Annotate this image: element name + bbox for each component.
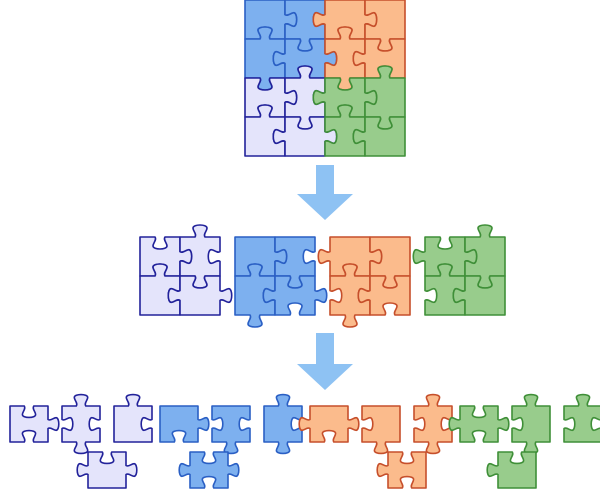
- group-piece-lavender: [167, 275, 233, 316]
- loose-piece-blue: [211, 405, 251, 455]
- group-piece-orange: [357, 275, 411, 316]
- loose-piece-green: [511, 393, 551, 455]
- group-piece-blue: [262, 275, 328, 316]
- loose-piece-green: [486, 451, 537, 489]
- down-arrow-1: [297, 165, 353, 220]
- group-piece-green: [452, 275, 506, 316]
- down-arrow-2: [297, 333, 353, 390]
- loose-piece-blue: [159, 405, 210, 443]
- loose-piece-orange: [298, 405, 360, 443]
- separated-pieces: [9, 393, 600, 489]
- loose-piece-orange: [361, 405, 401, 455]
- loose-piece-blue: [178, 451, 240, 489]
- loose-piece-green: [563, 393, 600, 443]
- loose-piece-lavender: [9, 405, 60, 443]
- puzzle-piece-green: [352, 116, 406, 157]
- loose-piece-green: [448, 405, 510, 443]
- loose-piece-blue: [263, 393, 303, 455]
- loose-piece-lavender: [61, 393, 101, 455]
- color-groups: [139, 224, 506, 328]
- loose-piece-orange: [413, 393, 453, 455]
- loose-piece-lavender: [113, 393, 153, 443]
- loose-piece-orange: [376, 451, 427, 489]
- loose-piece-lavender: [76, 451, 138, 489]
- assembled-puzzle: [244, 0, 406, 157]
